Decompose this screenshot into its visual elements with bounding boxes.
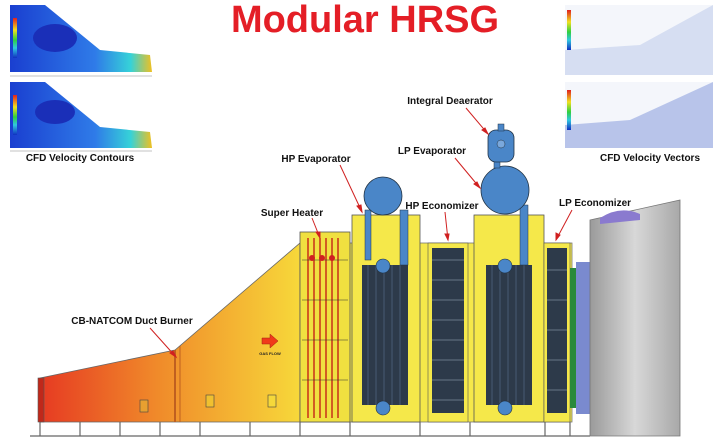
lp-evaporator-module [473,165,545,423]
label-duct-burner: CB-NATCOM Duct Burner [71,316,193,327]
cfd-contours-caption: CFD Velocity Contours [26,153,135,164]
label-hp-evaporator: HP Evaporator [281,154,350,165]
hp-economizer-module [427,242,469,423]
page-title: Modular HRSG [231,0,499,41]
duct-burner-section [37,242,301,423]
exhaust-stack [589,199,681,437]
label-super-heater: Super Heater [261,208,323,219]
label-lp-evaporator: LP Evaporator [398,146,466,157]
super-heater-module [299,231,351,423]
callout-arrows [149,107,573,359]
hp-evaporator-module [351,176,421,423]
cfd-velocity-contours-image [10,5,152,152]
lp-economizer-module [543,242,590,423]
support-structure [30,420,590,437]
label-hp-economizer: HP Economizer [405,201,478,212]
gas-flow-arrow-icon [261,333,279,349]
label-integral-deaerator: Integral Deaerator [407,96,493,107]
label-lp-economizer: LP Economizer [559,198,631,209]
cfd-vectors-caption: CFD Velocity Vectors [600,153,700,164]
gas-flow-label: GAS FLOW [259,351,281,356]
cfd-velocity-vectors-image [565,5,713,148]
integral-deaerator-vessel [487,123,515,169]
